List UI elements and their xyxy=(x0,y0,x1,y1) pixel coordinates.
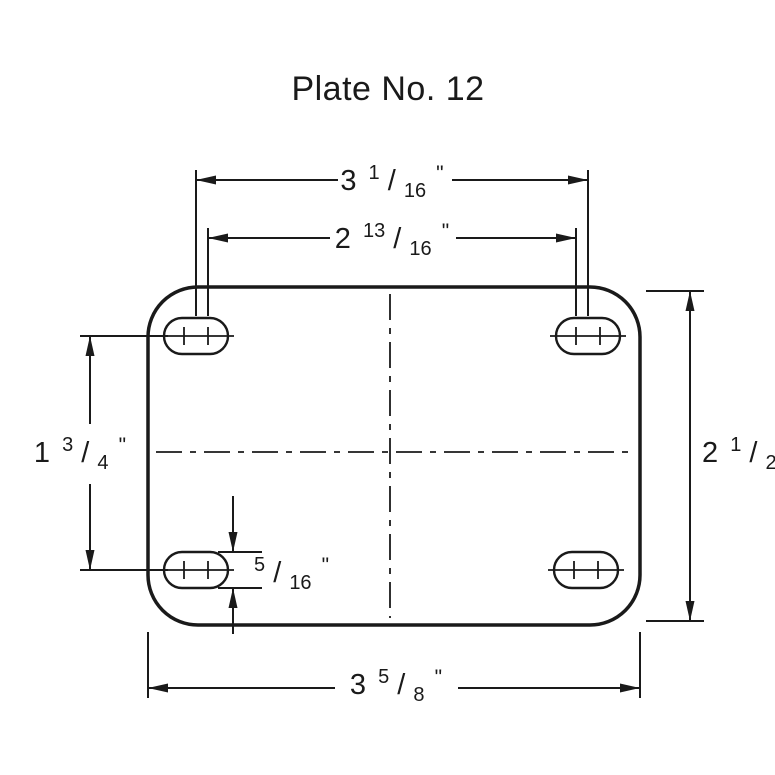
dim-denominator: 2 xyxy=(766,452,775,474)
fraction-slash: / xyxy=(81,437,90,469)
dim-label-plate-width: 3 5 / 8 " xyxy=(350,658,442,708)
dim-slot-height: 5 / 16 " xyxy=(218,496,329,634)
dim-numerator: 1 xyxy=(369,162,380,184)
dim-plate-height: 2 1 / 2 " xyxy=(646,290,775,622)
dim-whole: 2 xyxy=(702,437,718,469)
dim-numerator: 13 xyxy=(363,220,385,242)
fraction-slash: / xyxy=(273,557,282,589)
dim-whole: 3 xyxy=(350,669,366,701)
dim-denominator: 4 xyxy=(97,452,108,474)
dim-plate-width: 3 5 / 8 " xyxy=(147,632,641,708)
dim-whole: 3 xyxy=(340,165,356,197)
inch-mark: " xyxy=(442,220,449,243)
slot-top-right xyxy=(550,316,626,356)
dim-denominator: 16 xyxy=(409,238,431,260)
dim-denominator: 8 xyxy=(413,684,424,706)
inch-mark: " xyxy=(119,434,126,457)
dim-label-slot-height: 5 / 16 " xyxy=(254,546,329,596)
dim-denominator: 16 xyxy=(289,572,311,594)
dim-label-inner-hole-span: 2 13 / 16 " xyxy=(335,212,449,262)
inch-mark: " xyxy=(435,666,442,689)
dim-label-top-hole-span: 3 1 / 16 " xyxy=(340,154,443,204)
slot-bottom-left xyxy=(158,550,234,590)
fraction-slash: / xyxy=(393,223,402,255)
dim-inner-hole-span: 2 13 / 16 " xyxy=(207,212,577,316)
inch-mark: " xyxy=(322,554,329,577)
dim-label-vertical-hole-span: 1 3 / 4 " xyxy=(34,426,126,476)
dim-whole: 1 xyxy=(34,437,50,469)
fraction-slash: / xyxy=(749,437,758,469)
inch-mark: " xyxy=(436,162,443,185)
dim-whole: 2 xyxy=(335,223,351,255)
plate-outline xyxy=(146,285,642,627)
drawing-title: Plate No. 12 xyxy=(291,70,484,108)
dim-numerator: 5 xyxy=(254,554,265,576)
dim-numerator: 3 xyxy=(62,434,73,456)
slot-bottom-right xyxy=(548,550,624,590)
dim-numerator: 1 xyxy=(730,434,741,456)
dim-numerator: 5 xyxy=(378,666,389,688)
dim-denominator: 16 xyxy=(404,180,426,202)
slot-top-left xyxy=(158,316,234,356)
fraction-slash: / xyxy=(388,165,397,197)
center-lines xyxy=(156,294,632,618)
fraction-slash: / xyxy=(397,669,406,701)
dim-label-plate-height: 2 1 / 2 " xyxy=(702,426,775,476)
dim-top-hole-span: 3 1 / 16 " xyxy=(195,154,589,316)
plate-body xyxy=(146,285,642,627)
dim-vertical-hole-span: 1 3 / 4 " xyxy=(34,335,168,571)
